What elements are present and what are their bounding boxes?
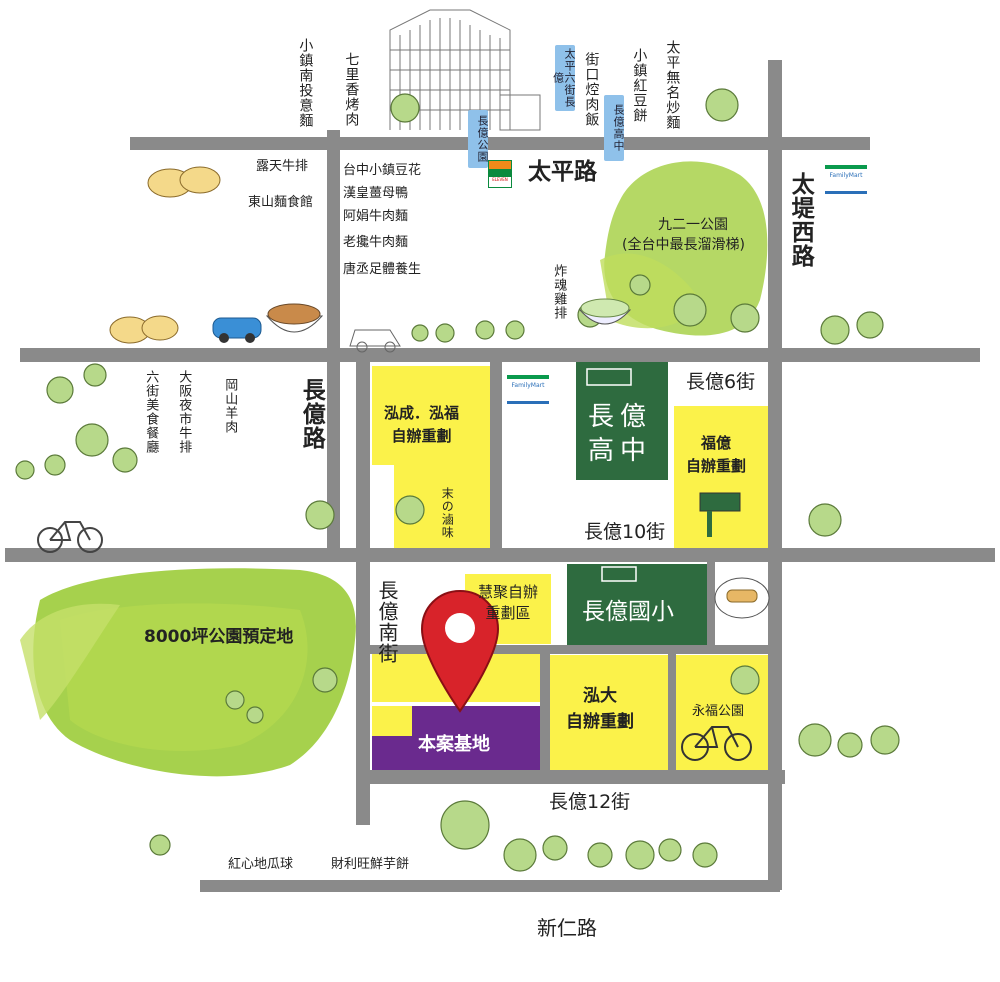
road-inner-5 bbox=[707, 560, 715, 650]
food-plate-icon bbox=[714, 577, 770, 619]
label-park-921-sub: (全台中最長溜滑梯) bbox=[622, 237, 745, 253]
block-changyi-high bbox=[576, 362, 668, 480]
road-label-taiping: 太平路 bbox=[528, 159, 597, 185]
label-hongcheng: 泓成．泓福 自辦重劃 bbox=[384, 404, 460, 445]
poi-jiekou: 街口焢肉飯 bbox=[583, 52, 600, 127]
road-changyi-6 bbox=[20, 348, 980, 362]
label-site: 本案基地 bbox=[418, 734, 490, 755]
road-xinren bbox=[200, 880, 780, 892]
road-changyi-10 bbox=[5, 548, 995, 562]
road-label-changyi: 長億路 bbox=[298, 378, 325, 450]
poi-douhua: 台中小鎮豆花 bbox=[343, 163, 422, 178]
label-changyi-high-1: 長億 bbox=[588, 402, 653, 432]
road-changyi-12 bbox=[365, 770, 785, 784]
poi-xiaozhen-nantou: 小鎮南投意麵 bbox=[297, 38, 314, 128]
road-label-changyi-south: 長億南街 bbox=[375, 580, 399, 664]
car-sketch-icon bbox=[349, 329, 401, 353]
dumpling-icon bbox=[147, 166, 221, 198]
noodle-bowl-icon bbox=[265, 303, 324, 333]
road-label-changyi-6: 長億6街 bbox=[686, 371, 756, 393]
block-hongda bbox=[550, 655, 668, 771]
poi-dongshan: 東山麵食館 bbox=[248, 195, 314, 210]
label-hongda: 泓大 自辦重劃 bbox=[566, 686, 634, 732]
sign-icon-3 bbox=[601, 566, 637, 582]
bicycle-icon-2 bbox=[681, 726, 752, 761]
poi-qili: 七里香烤肉 bbox=[343, 52, 360, 127]
road-taiping bbox=[130, 137, 870, 150]
station-taiping-6: 太平六街長億 bbox=[551, 45, 576, 111]
road-label-xinren: 新仁路 bbox=[537, 916, 597, 940]
poi-lutian: 露天牛排 bbox=[256, 159, 309, 174]
poi-daban: 大阪夜市牛排 bbox=[176, 370, 192, 454]
poi-laochan: 老攙牛肉麵 bbox=[343, 235, 409, 250]
block-fuyi bbox=[674, 406, 768, 548]
sign-icon-2 bbox=[699, 492, 741, 537]
building-sketch-icon bbox=[389, 9, 541, 131]
poi-zhahun: 炸魂雞排 bbox=[551, 264, 567, 320]
familymart-icon-2: FamilyMart bbox=[507, 375, 549, 404]
sign-icon bbox=[586, 368, 632, 386]
road-label-changyi-12: 長億12街 bbox=[549, 791, 631, 813]
road-inner-1 bbox=[490, 362, 502, 552]
bicycle-icon bbox=[37, 521, 103, 553]
road-taidi-west bbox=[768, 60, 782, 890]
label-fuyi: 福億 自辦重劃 bbox=[686, 434, 747, 475]
block-hongcheng-notch bbox=[372, 465, 394, 548]
road-inner-2 bbox=[540, 645, 550, 773]
road-inner-3 bbox=[668, 645, 676, 773]
label-huiju: 慧聚自辦 重劃區 bbox=[478, 583, 539, 622]
label-park-921: 九二一公園 bbox=[658, 217, 728, 233]
label-changyi-high-2: 高中 bbox=[588, 436, 653, 466]
block-changyi-elem bbox=[567, 564, 707, 648]
label-park-8000: 8000坪公園預定地 bbox=[144, 627, 294, 647]
label-yongfu-park: 永福公園 bbox=[692, 704, 745, 719]
station-changyi-park: 長億公園 bbox=[468, 110, 489, 168]
road-label-changyi-10: 長億10街 bbox=[584, 521, 666, 543]
road-label-taidi-west: 太堤西路 bbox=[787, 172, 814, 268]
seven-eleven-icon: ELEVEN bbox=[488, 160, 512, 188]
poi-xiaozhen-red: 小鎮紅豆餅 bbox=[631, 48, 648, 123]
road-changyi-south bbox=[356, 355, 370, 825]
poi-ajuan: 阿娟牛肉麵 bbox=[343, 209, 409, 224]
poi-gangshan: 岡山羊肉 bbox=[222, 378, 238, 434]
poi-hongxin: 紅心地瓜球 bbox=[228, 857, 294, 872]
car-icon bbox=[212, 317, 262, 343]
road-changyi bbox=[327, 130, 340, 550]
familymart-icon: FamilyMart bbox=[825, 165, 867, 194]
road-inner-4 bbox=[370, 645, 770, 654]
poi-caili: 財利旺鮮芋餅 bbox=[331, 857, 410, 872]
chicken-bowl-icon bbox=[578, 298, 632, 325]
station-changyi-high: 長億高中 bbox=[604, 95, 625, 161]
label-changyi-elem: 長億國小 bbox=[582, 599, 674, 625]
location-pin-icon bbox=[420, 589, 500, 713]
poi-hanhuang: 漢皇薑母鴨 bbox=[343, 186, 409, 201]
poi-mono: 末の滷味 bbox=[440, 487, 455, 539]
poi-tangcheng: 唐丞足體養生 bbox=[343, 262, 422, 277]
block-site-corner bbox=[372, 706, 412, 736]
dumpling-icon-2 bbox=[109, 315, 179, 344]
poi-liujie: 六街美食餐廳 bbox=[143, 370, 159, 454]
poi-taiping-noodle: 太平無名炒麵 bbox=[664, 40, 681, 130]
